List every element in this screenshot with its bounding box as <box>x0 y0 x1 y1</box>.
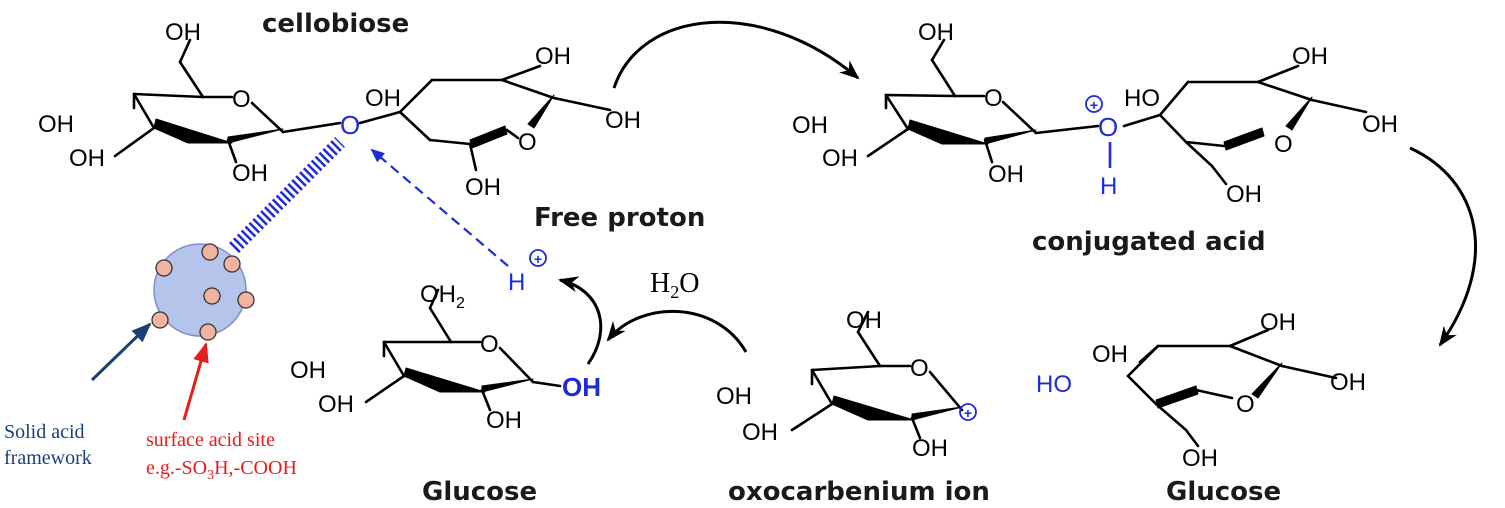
free-proton-h: H <box>508 269 525 296</box>
arrow-cleavage <box>1409 146 1478 347</box>
acid-site-icon <box>223 255 241 273</box>
solid-acid-label-line2: framework <box>4 447 92 469</box>
atom-oh: OH <box>912 435 948 462</box>
atom-oh: OH <box>69 145 105 172</box>
solid-acid-label-line1: Solid acid <box>4 421 85 443</box>
oxocarbenium-molecule <box>790 310 964 440</box>
free-proton-label: Free proton <box>534 203 705 233</box>
protonated-oxygen: O <box>1098 112 1118 142</box>
atom-oh: OH <box>988 161 1024 188</box>
atom-o: O <box>518 129 537 156</box>
positive-charge-icon <box>529 249 547 267</box>
added-proton: H <box>1100 173 1117 200</box>
water-label: H2O <box>650 268 699 302</box>
atom-oh: OH <box>1330 369 1366 396</box>
atom-o: O <box>1236 391 1255 418</box>
atom-oh2: OH2 <box>420 281 465 312</box>
cellobiose-molecule: OH O OH OH OH O OH OH OH O OH <box>38 19 641 201</box>
charge-plus: + <box>1090 97 1098 113</box>
charge-plus: + <box>964 405 972 421</box>
acid-site-icon <box>201 243 219 261</box>
site-pointer-arrow <box>182 342 209 421</box>
atom-o: O <box>910 355 929 382</box>
atom-oh: OH <box>535 43 571 70</box>
glucose-left-molecule <box>364 288 562 412</box>
arrow-proton-attack <box>370 148 509 267</box>
cellobiose-left-ring <box>113 38 342 164</box>
oxocarbenium-label: oxocarbenium ion <box>728 477 990 507</box>
atom-oh: OH <box>918 19 954 46</box>
new-hydroxyl: HO <box>1036 371 1072 398</box>
glucose-left-label: Glucose <box>422 477 537 507</box>
acid-site-icon <box>199 323 217 341</box>
atom-oh: OH <box>165 19 201 46</box>
atom-oh: OH <box>822 145 858 172</box>
positive-charge-icon <box>959 403 977 421</box>
atom-oh: OH <box>232 160 268 187</box>
acid-site-interaction <box>229 137 345 253</box>
atom-oh: OH <box>465 174 501 201</box>
solid-acid-particle <box>151 243 255 341</box>
conjugated-acid-label: conjugated acid <box>1032 227 1266 257</box>
acid-site-icon <box>237 291 255 309</box>
atom-oh: OH <box>716 383 752 410</box>
atom-o: O <box>1274 131 1293 158</box>
atom-oh: OH <box>792 112 828 139</box>
atom-oh: OH <box>605 107 641 134</box>
arrow-hydration <box>606 310 748 353</box>
atom-oh: OH <box>318 391 354 418</box>
atom-o: O <box>480 331 499 358</box>
anomeric-hydroxyl: OH <box>562 372 601 402</box>
atom-oh: OH <box>1092 341 1128 368</box>
surface-site-label: surface acid site <box>146 429 275 451</box>
acid-site-icon <box>203 287 221 305</box>
atom-oh: OH <box>1226 181 1262 208</box>
acid-site-icon <box>151 311 169 329</box>
atom-oh: OH <box>1292 43 1328 70</box>
particle-sphere <box>153 243 247 337</box>
arrow-deprotonation <box>558 276 603 365</box>
glucose-right-label: Glucose <box>1166 477 1281 507</box>
cellobiose-label: cellobiose <box>262 9 409 39</box>
atom-ho: HO <box>1124 85 1160 112</box>
positive-charge-icon <box>1085 95 1103 113</box>
glycosidic-oxygen: O <box>340 110 360 140</box>
atom-oh: OH <box>1362 111 1398 138</box>
conjugated-acid-molecule <box>866 38 1368 186</box>
atom-oh: OH <box>1260 309 1296 336</box>
atom-oh: OH <box>365 85 401 112</box>
atom-oh: OH <box>290 357 326 384</box>
cellobiose-right-ring <box>358 64 612 172</box>
charge-plus: + <box>534 251 542 267</box>
atom-oh: OH <box>1182 445 1218 472</box>
acid-site-icon <box>155 259 173 277</box>
atom-oh: OH <box>486 407 522 434</box>
atom-o: O <box>232 86 251 113</box>
glucose-right-molecule <box>1126 328 1338 448</box>
surface-site-example: e.g.-SO3H,-COOH <box>146 457 297 483</box>
arrow-protonation <box>612 20 860 89</box>
atom-oh: OH <box>846 307 882 334</box>
atom-oh: OH <box>742 419 778 446</box>
atom-oh: OH <box>38 111 74 138</box>
framework-pointer-arrow <box>90 322 152 382</box>
atom-o: O <box>984 85 1003 112</box>
